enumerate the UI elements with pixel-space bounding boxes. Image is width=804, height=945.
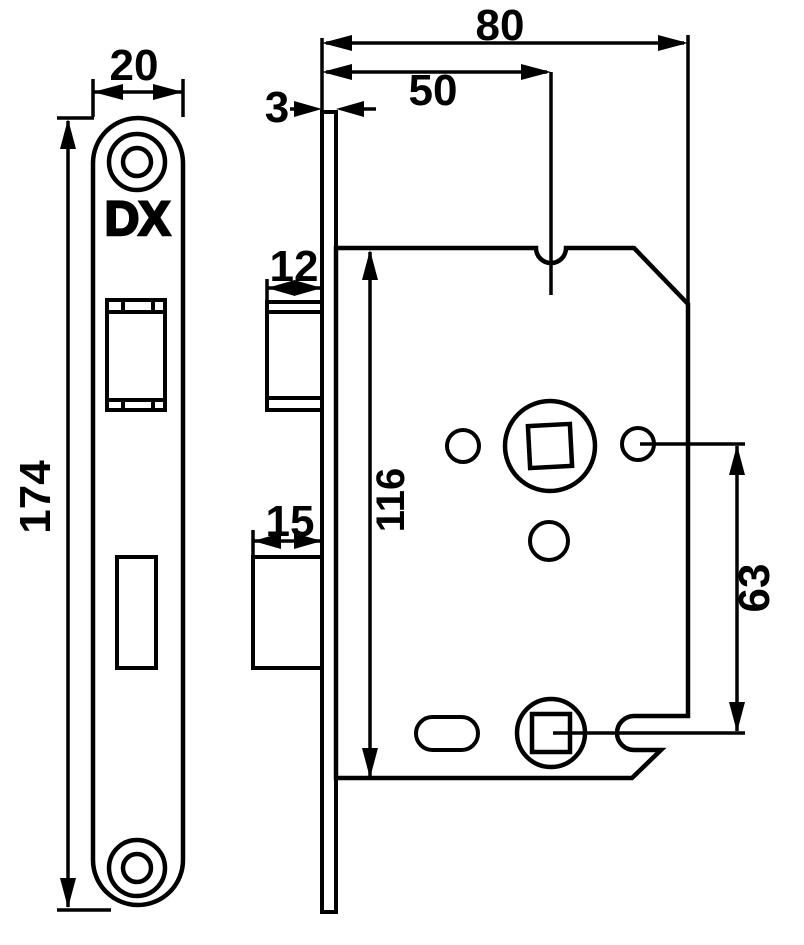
latch-cutout-outline bbox=[105, 298, 167, 412]
center-hole bbox=[528, 520, 570, 562]
top-screw-hole-inner bbox=[120, 145, 154, 179]
bottom-screw-hole-inner bbox=[120, 851, 154, 885]
handle-follower bbox=[502, 398, 598, 494]
dimension-faceplate-thickness: 3 bbox=[265, 83, 376, 132]
dimension-case-height: 116 bbox=[362, 250, 413, 778]
dimension-label-174: 174 bbox=[11, 460, 60, 534]
top-screw-hole-outer bbox=[106, 131, 168, 193]
arrowhead-down bbox=[60, 878, 76, 908]
dimension-label-80: 80 bbox=[476, 1, 525, 50]
brand-logo: DX bbox=[105, 193, 171, 246]
deadbolt bbox=[251, 555, 324, 670]
deadbolt-cutout bbox=[115, 555, 158, 670]
arrowhead-left bbox=[93, 84, 123, 100]
dimension-backset: 50 bbox=[322, 64, 553, 295]
faceplate-front-view: DX bbox=[90, 115, 186, 908]
handle-spindle-square bbox=[525, 421, 575, 471]
arrowhead-left bbox=[253, 533, 281, 549]
dimension-case-depth: 80 bbox=[320, 1, 690, 305]
fixing-hole-left bbox=[445, 428, 481, 464]
arrowhead-right bbox=[658, 35, 688, 51]
handle-follower-circle bbox=[502, 398, 598, 494]
dimension-label-20: 20 bbox=[110, 41, 159, 90]
arrowhead-up bbox=[60, 119, 76, 149]
arrowhead-down bbox=[362, 748, 378, 778]
arrowhead-left bbox=[322, 35, 352, 51]
lock-case-outline bbox=[333, 245, 691, 781]
dimension-label-3: 3 bbox=[265, 83, 289, 132]
latch-bolt-outline bbox=[265, 300, 324, 412]
arrowhead-right bbox=[521, 64, 551, 80]
latch-bolt bbox=[265, 300, 324, 412]
bottom-screw-hole-outer bbox=[106, 837, 168, 899]
dimension-deadbolt-projection: 15 bbox=[251, 497, 322, 556]
faceplate-outline bbox=[90, 115, 186, 908]
dimension-label-116: 116 bbox=[369, 468, 413, 533]
arrowhead-up bbox=[729, 445, 745, 475]
arrowhead-left bbox=[267, 280, 295, 296]
arrowhead-up bbox=[362, 250, 378, 280]
lock-case-side-view bbox=[251, 110, 691, 914]
latch-cutout bbox=[105, 298, 167, 412]
dimension-follower-spacing: 63 bbox=[553, 442, 779, 735]
arrowhead-right bbox=[294, 533, 322, 549]
arrowhead-right bbox=[294, 280, 322, 296]
dimension-label-12: 12 bbox=[270, 242, 319, 291]
arrowhead-right bbox=[153, 84, 183, 100]
dimension-latch-projection: 12 bbox=[265, 242, 322, 301]
dimension-label-50: 50 bbox=[409, 66, 458, 115]
arrowhead-left bbox=[336, 101, 364, 117]
oval-slot bbox=[414, 715, 480, 752]
dimension-label-15: 15 bbox=[266, 497, 315, 546]
arrowhead-left bbox=[322, 64, 352, 80]
arrowhead-down bbox=[729, 702, 745, 732]
dimension-faceplate-width: 20 bbox=[91, 41, 185, 117]
dimension-label-63: 63 bbox=[730, 564, 779, 613]
arrowhead-right bbox=[294, 101, 322, 117]
dimension-faceplate-height: 174 bbox=[11, 116, 111, 912]
